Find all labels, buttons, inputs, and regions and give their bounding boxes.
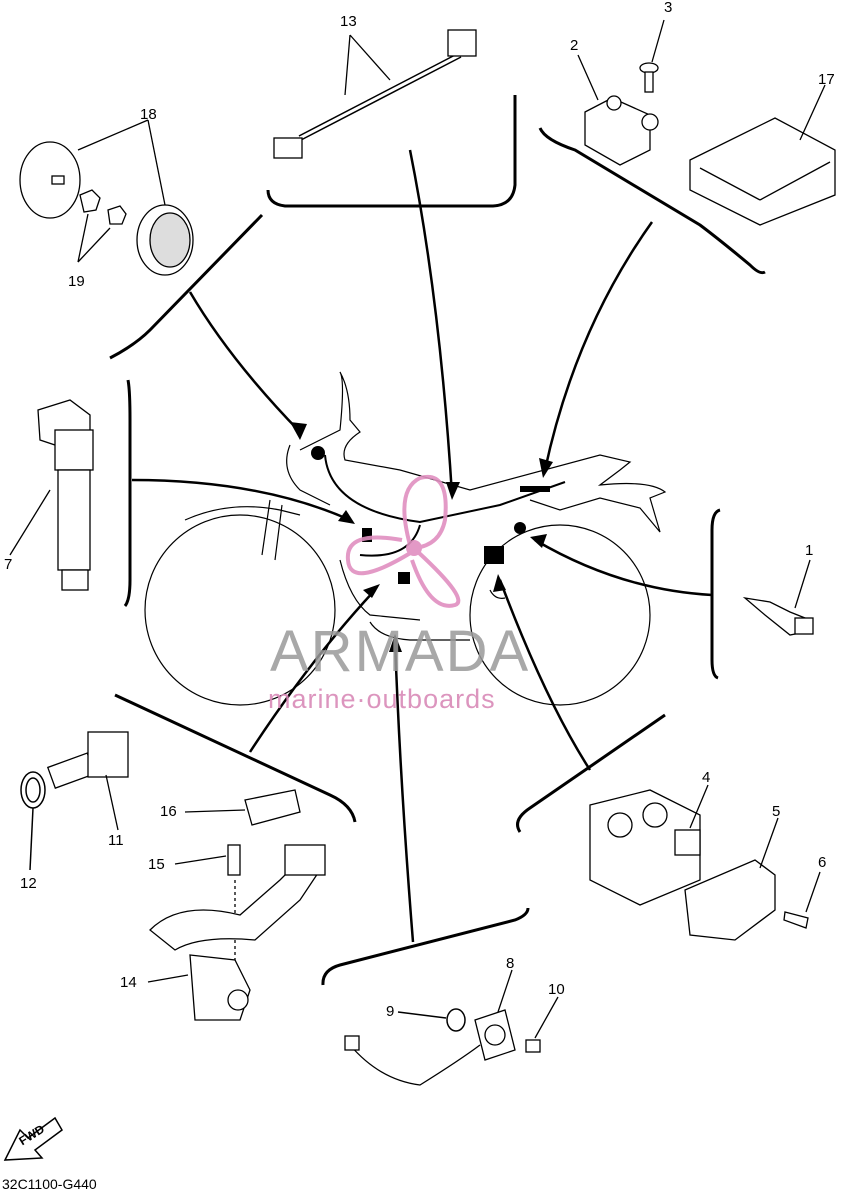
watermark-tagline: marine·outboards <box>268 684 496 714</box>
callout-13: 13 <box>340 13 357 30</box>
part-8-sensor <box>344 969 516 1086</box>
part-16-clamp <box>184 789 301 826</box>
callout-16: 16 <box>160 803 177 820</box>
callout-19: 19 <box>68 273 85 290</box>
part-4-throttle-body <box>589 784 709 906</box>
callout-11: 11 <box>108 832 124 849</box>
callout-5: 5 <box>772 803 781 820</box>
leader-lines <box>131 149 713 943</box>
fwd-arrow <box>3 1116 63 1161</box>
part-7-ignition-coil <box>9 399 94 591</box>
callout-4: 4 <box>702 769 711 786</box>
callout-6: 6 <box>818 854 827 871</box>
callout-14: 14 <box>120 974 137 991</box>
motorcycle-outline <box>144 371 667 706</box>
callout-7: 7 <box>4 556 13 573</box>
part-18-reflector <box>19 119 194 276</box>
callout-10: 10 <box>548 981 565 998</box>
part-6-screw <box>783 871 821 929</box>
callout-15: 15 <box>148 856 165 873</box>
part-12-gasket <box>20 771 46 871</box>
callout-12: 12 <box>20 875 37 892</box>
callout-18: 18 <box>140 106 157 123</box>
callout-9: 9 <box>386 1003 395 1020</box>
callout-1: 1 <box>805 542 814 559</box>
part-17-ecu <box>689 84 836 226</box>
watermark-brand: ARMADA <box>270 619 531 684</box>
part-14-sensor <box>147 844 326 1021</box>
arrow-heads <box>290 422 553 652</box>
propeller-logo <box>345 474 461 608</box>
part-1-sensor <box>742 559 814 636</box>
callout-17: 17 <box>818 71 835 88</box>
part-2-sensor <box>577 54 659 166</box>
part-19-nut <box>77 189 127 263</box>
part-10-bolt <box>525 996 559 1053</box>
wiring-harness <box>311 446 566 584</box>
part-5-sensor <box>684 817 779 941</box>
diagram-code: 32C1100-G440 <box>2 1176 97 1192</box>
part-11-sensor <box>46 731 129 831</box>
callout-2: 2 <box>570 37 579 54</box>
callout-8: 8 <box>506 955 515 972</box>
part-15-bolt <box>174 844 241 965</box>
part-13-lead <box>273 29 477 159</box>
part-3-screw <box>639 19 665 93</box>
part-9-o-ring <box>397 1008 466 1032</box>
callout-3: 3 <box>664 0 673 16</box>
